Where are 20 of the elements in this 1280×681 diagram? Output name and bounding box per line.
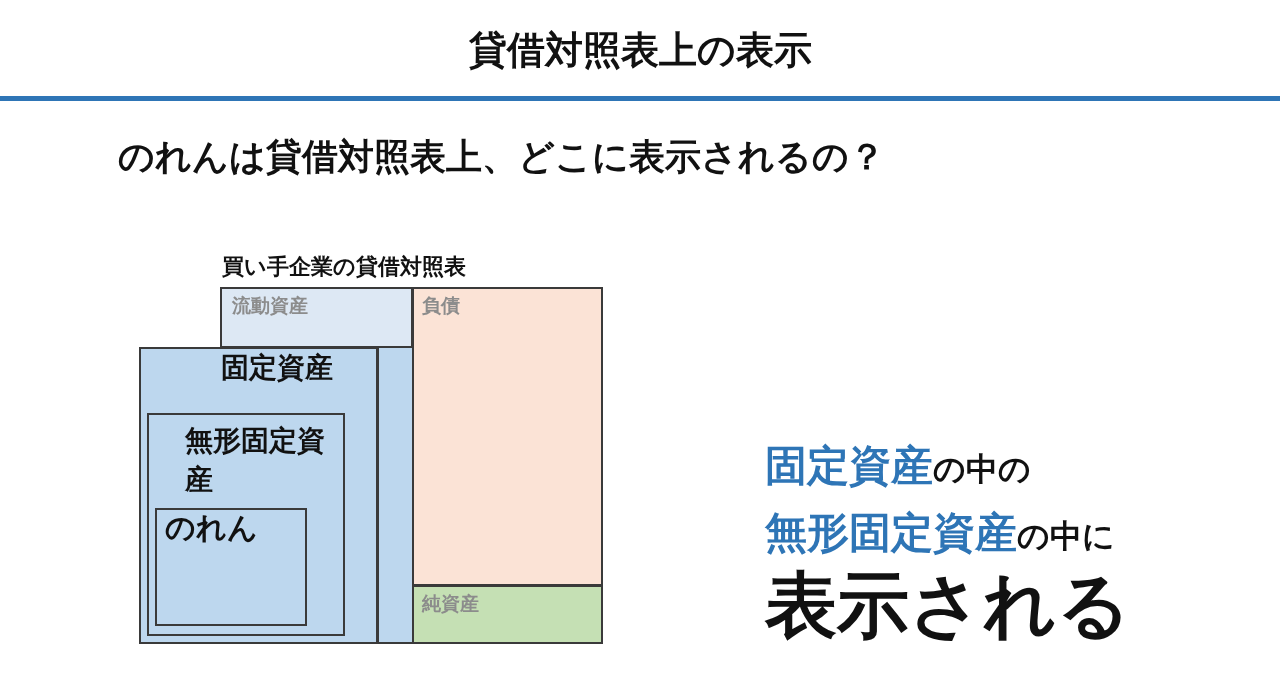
node-label: 負債	[422, 294, 460, 317]
net-assets-box	[412, 585, 603, 644]
conclusion-text: 表示される	[765, 562, 1131, 649]
goodwill-box	[155, 508, 307, 626]
node-label: 純資産	[422, 592, 479, 615]
liabilities-box	[412, 287, 603, 586]
highlight-text: 無形固定資産	[765, 507, 1017, 559]
body-text: の中に	[1017, 517, 1115, 557]
node-label: 無形固定資産	[185, 423, 326, 499]
highlight-text: 固定資産	[765, 440, 933, 492]
node-label: 流動資産	[232, 294, 308, 317]
title: 貸借対照表上の表示	[467, 27, 813, 74]
node-label: 固定資産	[221, 351, 333, 385]
body-text: の中の	[933, 450, 1031, 490]
question-text: のれんは貸借対照表上、どこに表示されるの？	[118, 135, 885, 179]
current-assets-box	[220, 287, 413, 348]
intangible-assets-box	[147, 413, 345, 636]
fixed-assets-box	[139, 347, 378, 644]
heading: 買い手企業の貸借対照表	[222, 254, 466, 281]
node-label: のれん	[165, 510, 258, 546]
